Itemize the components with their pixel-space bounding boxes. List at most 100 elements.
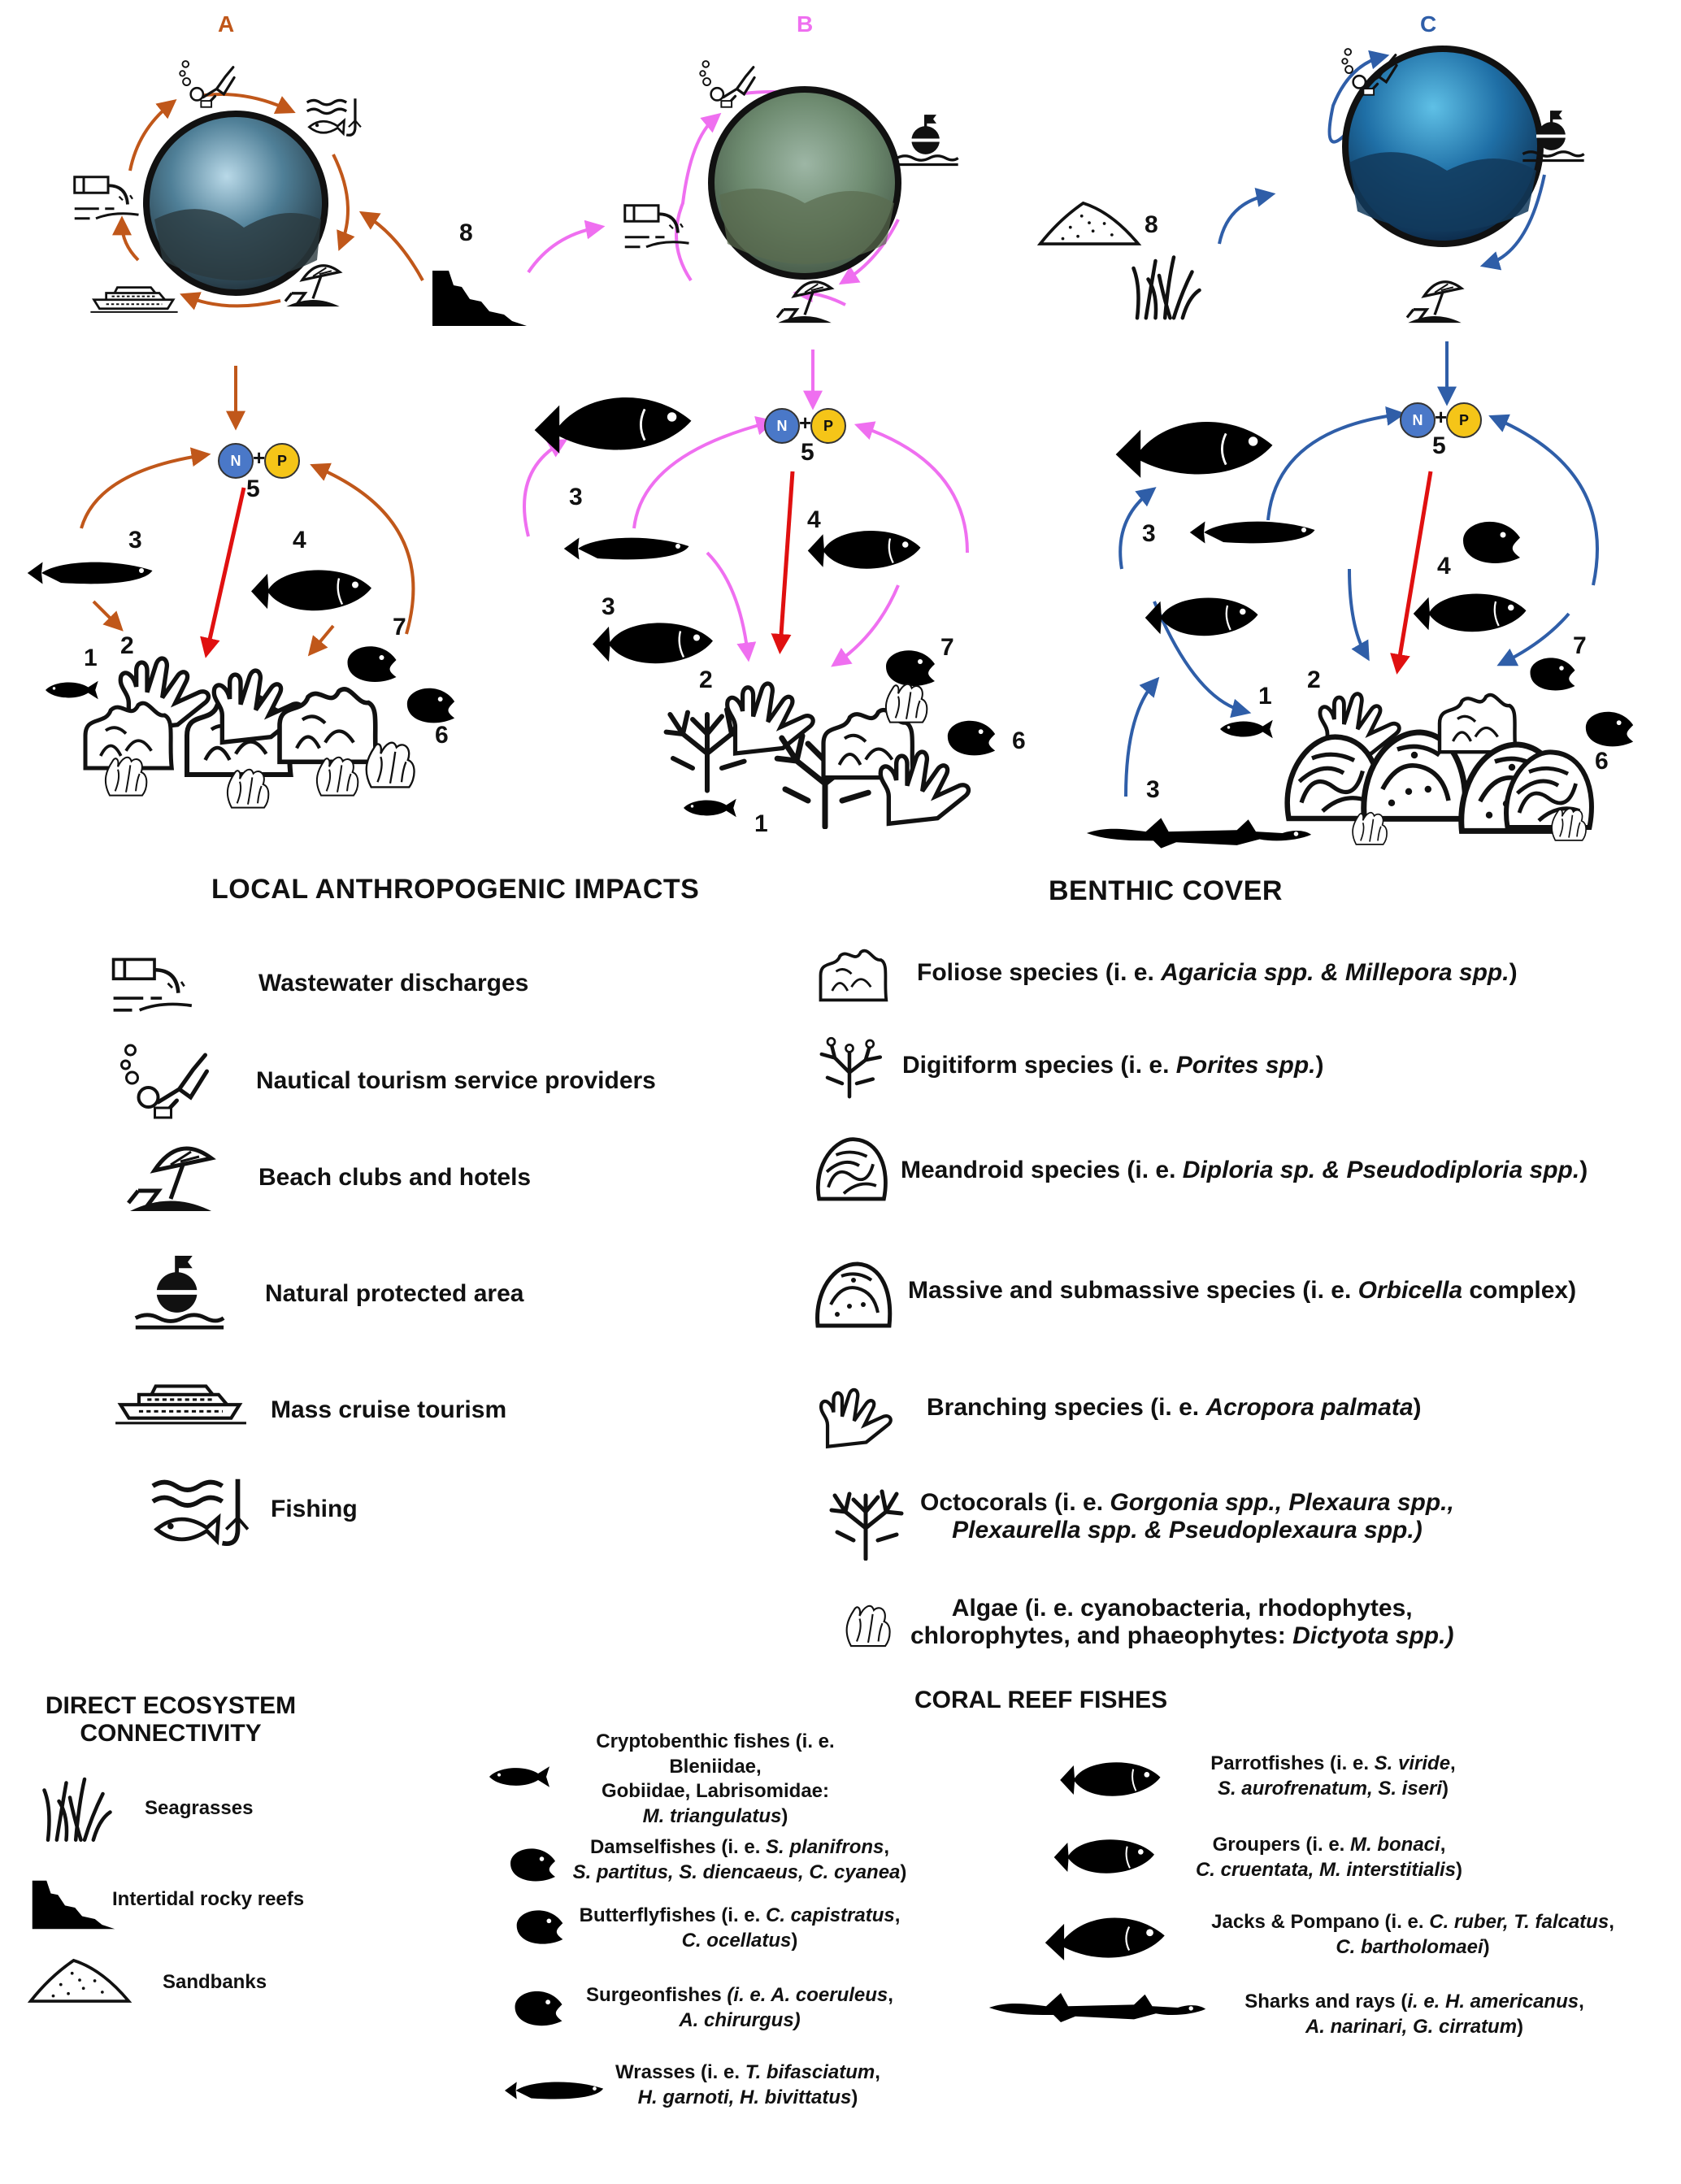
ecosystem-diagram: [27, 46, 1634, 849]
damselfish-icon: [886, 650, 935, 686]
legend-seagrasses: Seagrasses: [145, 1797, 254, 1819]
label-6: 6: [435, 722, 449, 749]
legend-groupers: Groupers (i. e. M. bonaci, C. cruentata,…: [1195, 1834, 1463, 1881]
legend-branching: Branching species (i. e. Acropora palmat…: [927, 1394, 1422, 1421]
diver-icon: [114, 1039, 215, 1128]
cruise-ship-icon: [89, 286, 179, 314]
meandroid-coral-icon: [813, 1131, 890, 1205]
intertidal-rocky-reef-icon: [32, 1880, 115, 1930]
seagrass-icon: [1134, 258, 1200, 319]
legend-jacks: Jacks & Pompano (i. e. C. ruber, T. falc…: [1211, 1911, 1614, 1958]
legend-wastewater: Wastewater discharges: [258, 970, 529, 996]
reef-c-corals: [1288, 694, 1592, 845]
legend-protected-area: Natural protected area: [265, 1280, 524, 1307]
butterflyfish-icon: [947, 720, 996, 756]
impacts-heading: LOCAL ANTHROPOGENIC IMPACTS: [211, 874, 700, 905]
legend-cruise: Mass cruise tourism: [271, 1396, 507, 1423]
label-7: 7: [1573, 632, 1587, 659]
legend-nautical-tourism: Nautical tourism service providers: [256, 1067, 656, 1094]
legend-foliose: Foliose species (i. e. Agaricia spp. & M…: [917, 959, 1518, 986]
label-1: 1: [754, 810, 768, 837]
cryptobenthic-fish-icon: [684, 798, 736, 818]
label-4: 4: [293, 527, 306, 554]
jack-icon: [1114, 420, 1274, 480]
legend-meandroid: Meandroid species (i. e. Diploria sp. & …: [901, 1157, 1588, 1183]
parrotfish-icon: [1412, 593, 1527, 633]
jack-icon: [533, 396, 693, 455]
label-3: 3: [1142, 520, 1156, 547]
legend-octocorals: Octocorals (i. e. Gorgonia spp., Plexaur…: [920, 1489, 1454, 1544]
massive-coral-icon: [813, 1256, 894, 1329]
label-2: 2: [699, 666, 713, 693]
label-2: 2: [1307, 666, 1321, 693]
label-5: 5: [801, 439, 814, 466]
shark-icon: [988, 1993, 1206, 2022]
wrasse-icon: [563, 537, 689, 560]
buoy-icon: [132, 1248, 225, 1337]
label-3: 3: [128, 527, 142, 554]
surgeonfish-icon: [515, 1991, 563, 2026]
label-8: 8: [1145, 211, 1158, 238]
panel-c-label: C: [1420, 11, 1437, 37]
parrotfish-icon: [806, 529, 922, 570]
panel-a-label: A: [218, 11, 235, 37]
legend-wrasses: Wrasses (i. e. T. bifasciatum, H. garnot…: [615, 2061, 880, 2108]
sandbank-icon: [1038, 201, 1140, 246]
fishes-heading: CORAL REEF FISHES: [914, 1687, 1168, 1713]
grouper-icon: [1144, 597, 1259, 637]
legend-sandbanks: Sandbanks: [163, 1971, 267, 1993]
wrasse-icon: [27, 562, 153, 584]
fishing-icon: [306, 97, 362, 137]
cryptobenthic-fish-icon: [1220, 719, 1273, 739]
branching-coral-icon: [813, 1374, 902, 1451]
damselfish-icon: [1530, 658, 1575, 691]
sandbank-icon: [28, 1958, 131, 2004]
label-1: 1: [84, 645, 98, 671]
panel-b-label: B: [797, 11, 814, 37]
legend-butterflyfishes: Butterflyfishes (i. e. C. capistratus, C…: [579, 1904, 901, 1952]
label-6: 6: [1595, 748, 1609, 775]
label-5: 5: [246, 475, 260, 502]
legend-parrotfishes: Parrotfishes (i. e. S. viride, S. aurofr…: [1210, 1752, 1456, 1800]
label-4: 4: [1437, 553, 1451, 580]
label-6: 6: [1012, 727, 1026, 754]
algae-icon: [845, 1604, 891, 1648]
cryptobenthic-fish-icon: [489, 1766, 549, 1787]
connectivity-heading: DIRECT ECOSYSTEM CONNECTIVITY: [45, 1692, 297, 1747]
label-5: 5: [1432, 432, 1446, 459]
fishing-icon: [146, 1475, 252, 1552]
legend-sharks-rays: Sharks and rays (i. e. H. americanus, A.…: [1244, 1991, 1584, 2038]
legend-damselfishes: Damselfishes (i. e. S. planifrons, S. pa…: [572, 1836, 907, 1883]
jack-icon: [1044, 1917, 1166, 1962]
label-3: 3: [602, 593, 615, 620]
cryptobenthic-fish-icon: [46, 680, 98, 700]
butterflyfish-icon: [1585, 711, 1634, 747]
legend-surgeonfishes: Surgeonfishes (i. e. A. coeruleus, A. ch…: [586, 1984, 893, 2031]
seagrass-icon: [41, 1772, 114, 1845]
legend-digitiform: Digitiform species (i. e. Porites spp.): [902, 1052, 1324, 1079]
beach-umbrella-icon: [1405, 280, 1463, 324]
label-7: 7: [940, 634, 954, 661]
benthic-heading: BENTHIC COVER: [1049, 875, 1283, 906]
grouper-icon: [591, 622, 715, 665]
wastewater-pipe-icon: [110, 951, 199, 1020]
butterflyfish-icon: [516, 1910, 563, 1944]
damselfish-icon: [347, 646, 397, 682]
intertidal-rocky-reef-icon: [432, 271, 527, 326]
parrotfish-icon: [250, 569, 373, 612]
reef-a-corals: [85, 658, 415, 809]
diver-icon: [178, 59, 236, 109]
legend-cryptobenthic: Cryptobenthic fishes (i. e. Bleniidae, G…: [596, 1730, 835, 1828]
foliose-coral-icon: [819, 949, 888, 1002]
label-4: 4: [807, 506, 821, 533]
grouper-icon: [1053, 1839, 1156, 1874]
parrotfish-icon: [1059, 1761, 1162, 1797]
label-2: 2: [120, 632, 134, 659]
octocoral-icon: [825, 1479, 906, 1561]
label-3: 3: [1146, 776, 1160, 803]
buoy-icon: [895, 113, 959, 167]
legend-fishing: Fishing: [271, 1496, 358, 1522]
butterflyfish-icon: [406, 688, 455, 723]
cruise-ship-icon: [114, 1376, 248, 1426]
legend-rocky-reefs: Intertidal rocky reefs: [112, 1888, 305, 1910]
